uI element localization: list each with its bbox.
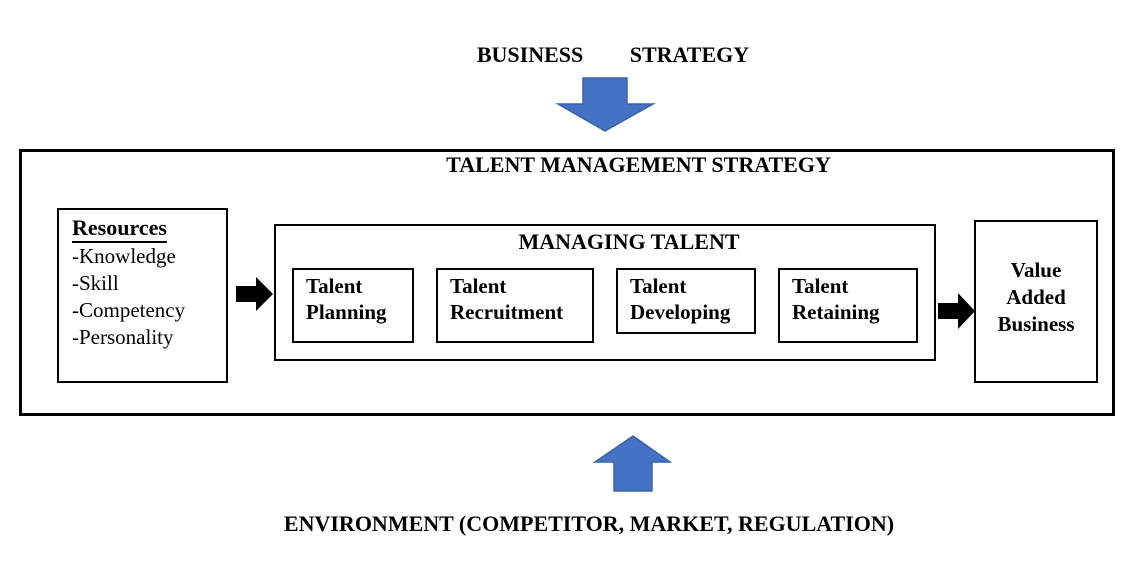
resources-box — [57, 208, 228, 383]
resource-item-competency: -Competency — [72, 298, 186, 322]
stage-line2: Developing — [630, 300, 731, 324]
down-arrow-shape — [555, 77, 656, 132]
value-line2: Added — [1006, 285, 1066, 309]
stage-talent-retaining: Talent Retaining — [778, 268, 918, 343]
up-arrow-shape — [592, 435, 673, 492]
business-strategy-label: BUSINESS STRATEGY — [476, 42, 750, 67]
environment-label: ENVIRONMENT (COMPETITOR, MARKET, REGULAT… — [283, 511, 895, 536]
stage-talent-developing: Talent Developing — [616, 268, 756, 334]
stage-line1: Talent — [630, 274, 687, 298]
down-arrow-icon — [555, 77, 656, 132]
talent-management-strategy-box — [19, 149, 1115, 416]
right-arrow-icon — [236, 277, 273, 311]
resources-heading: Resources — [72, 215, 167, 243]
value-line1: Value — [1010, 258, 1062, 282]
managing-talent-title: MANAGING TALENT — [518, 229, 740, 254]
stage-line2: Planning — [306, 300, 387, 324]
stage-talent-recruitment: Talent Recruitment — [436, 268, 594, 343]
resource-item-knowledge: -Knowledge — [72, 244, 176, 268]
stage-talent-planning: Talent Planning — [292, 268, 414, 343]
stage-line1: Talent — [450, 274, 507, 298]
talent-management-strategy-title: TALENT MANAGEMENT STRATEGY — [446, 152, 831, 177]
stage-line2: Retaining — [792, 300, 880, 324]
up-arrow-icon — [592, 435, 673, 492]
right-arrow-icon — [938, 293, 975, 329]
right-arrow-shape-left — [236, 277, 273, 311]
value-line3: Business — [997, 312, 1075, 336]
managing-talent-box — [274, 224, 936, 361]
resource-item-personality: -Personality — [72, 325, 174, 349]
stage-line1: Talent — [306, 274, 363, 298]
stage-line1: Talent — [792, 274, 849, 298]
right-arrow-shape-right — [938, 293, 975, 329]
value-added-business-box: Value Added Business — [974, 220, 1098, 383]
stage-line2: Recruitment — [450, 300, 564, 324]
resource-item-skill: -Skill — [72, 271, 119, 295]
